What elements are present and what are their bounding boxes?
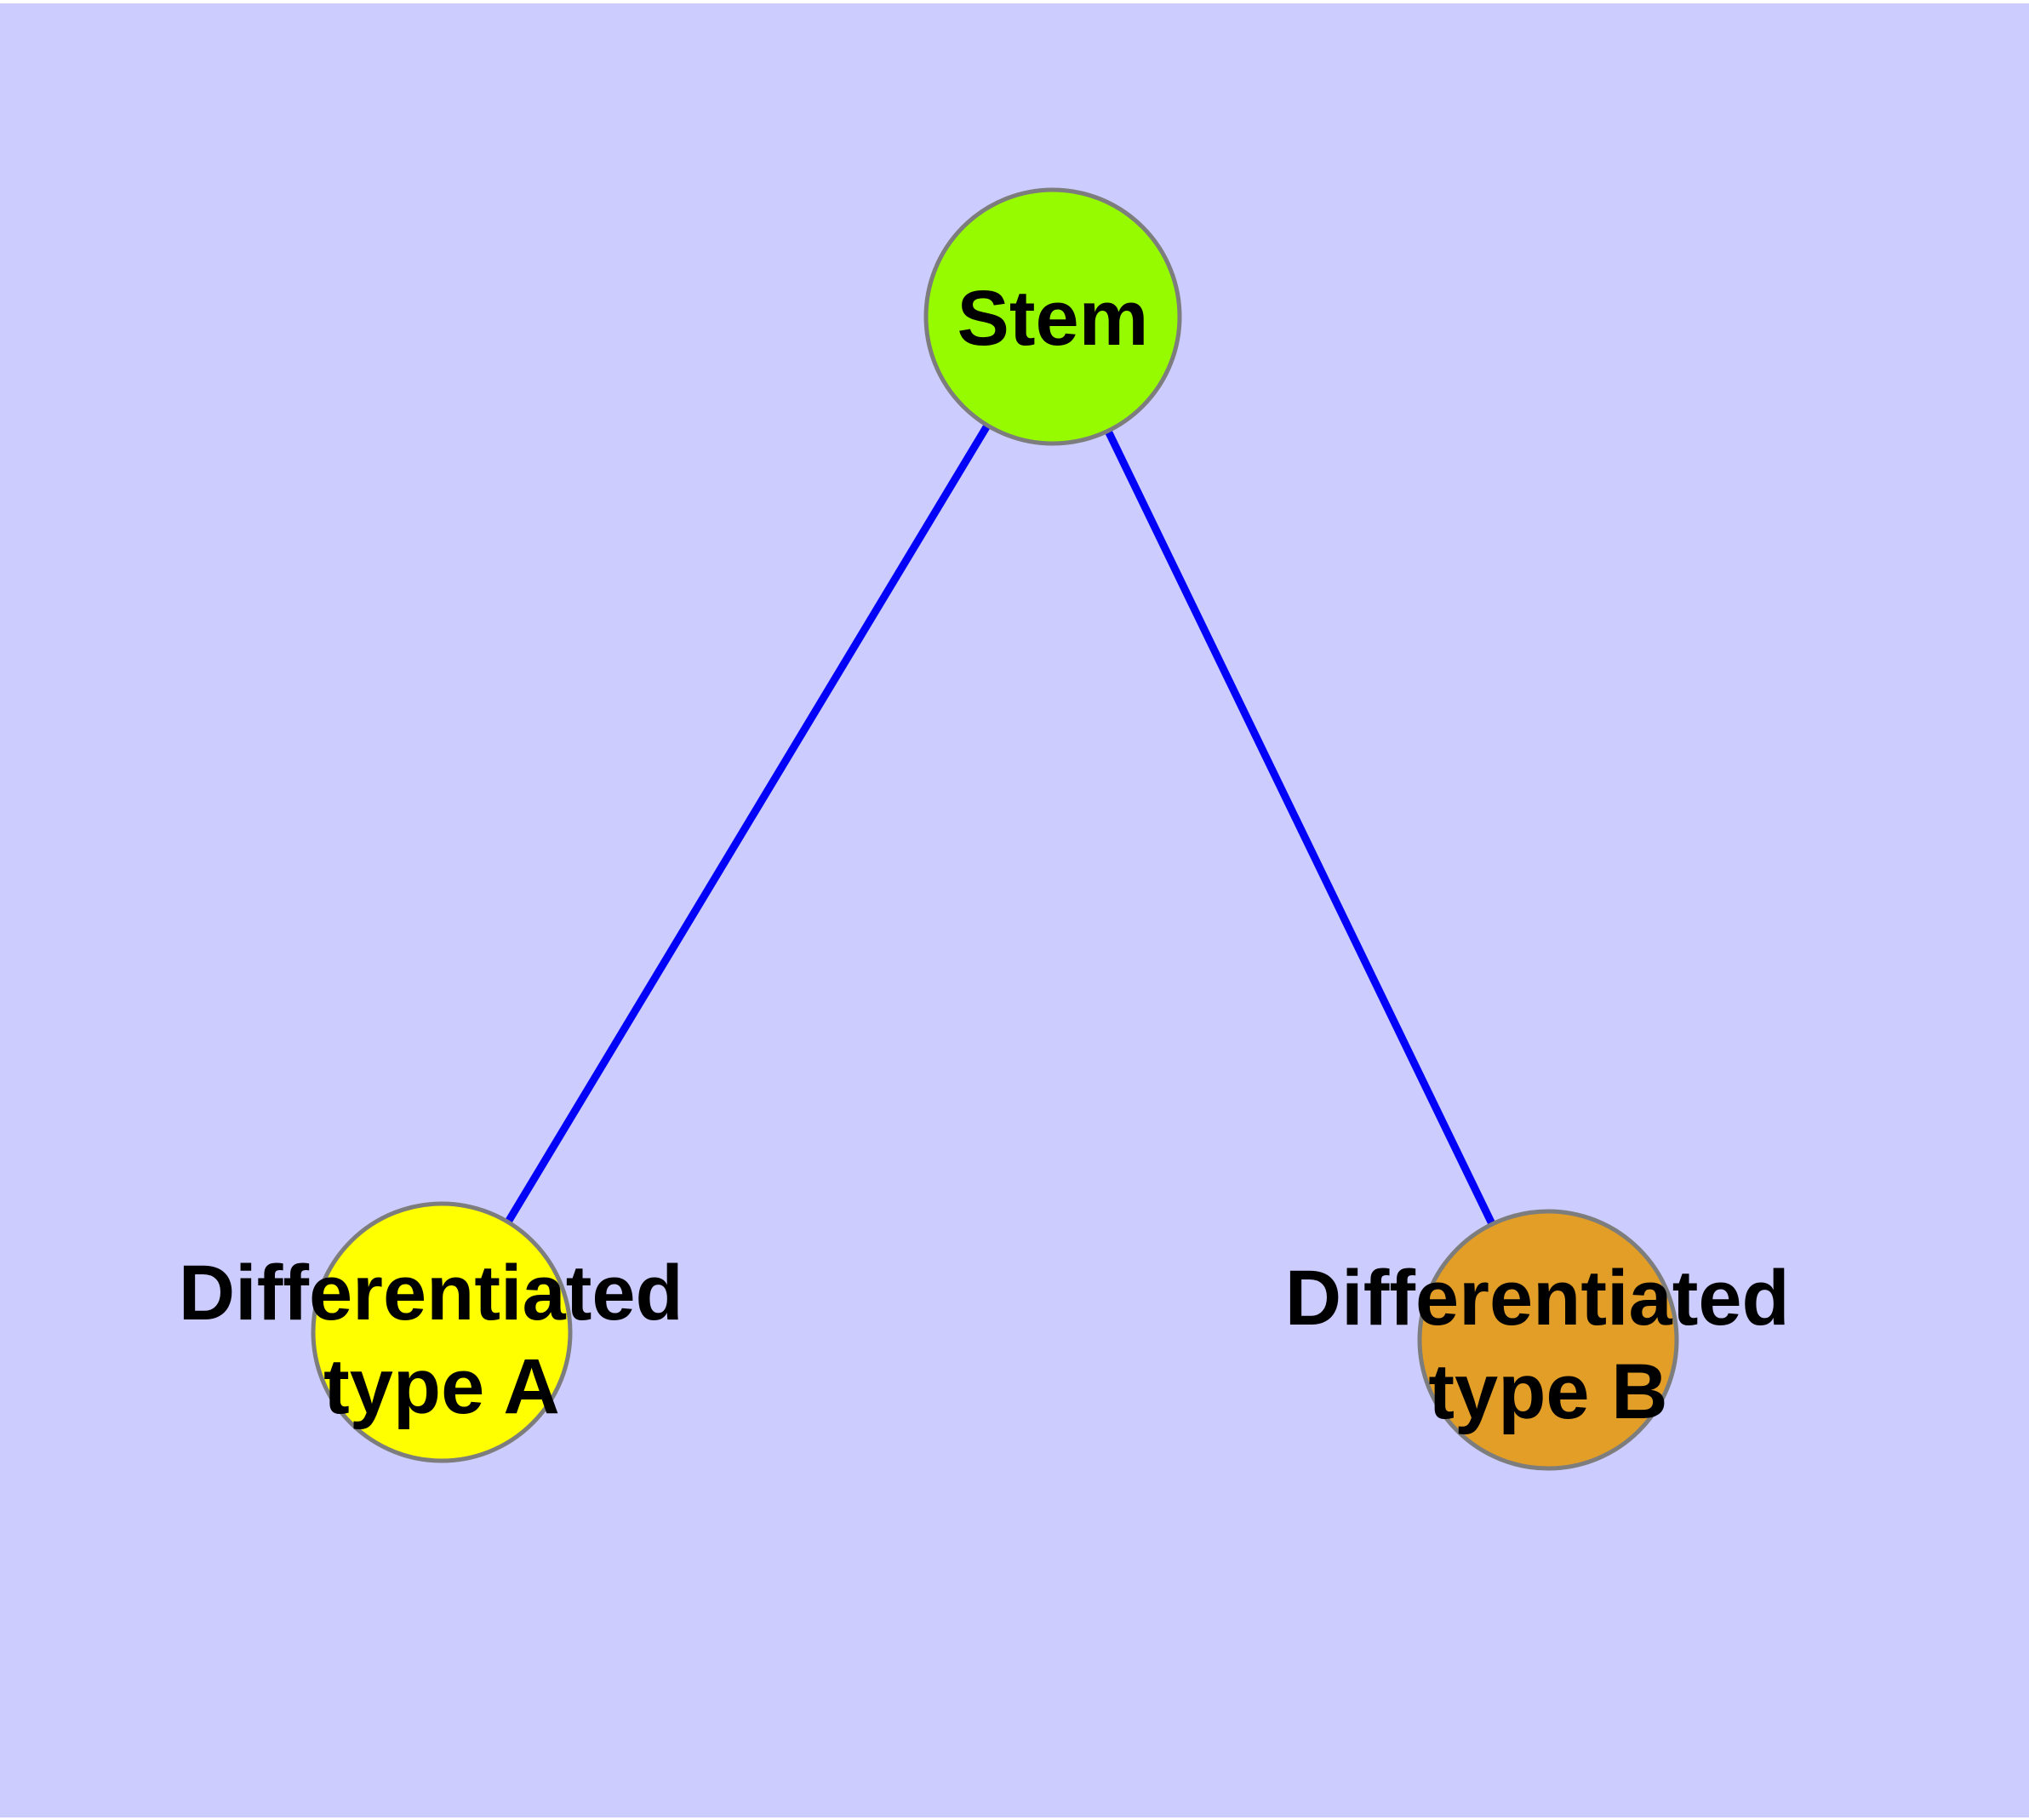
node-type-b-label: Differentiated type B	[1285, 1255, 1812, 1435]
edge-stem-to-type-b	[1049, 315, 1552, 1342]
edge-stem-to-type-a	[438, 314, 1056, 1335]
node-type-b-label-line1: Differentiated	[1285, 1255, 1790, 1342]
node-differentiated-type-b	[1417, 1209, 1679, 1471]
node-type-a-label: Differentiated type A	[179, 1250, 706, 1430]
node-type-b-label-line2: type B	[1428, 1348, 1667, 1435]
node-type-a-label-line2: type A	[323, 1343, 560, 1430]
node-stem	[923, 187, 1182, 446]
node-stem-label: Stem	[957, 275, 1149, 362]
node-differentiated-type-a	[311, 1201, 573, 1463]
node-type-a-label-line1: Differentiated	[179, 1250, 683, 1336]
